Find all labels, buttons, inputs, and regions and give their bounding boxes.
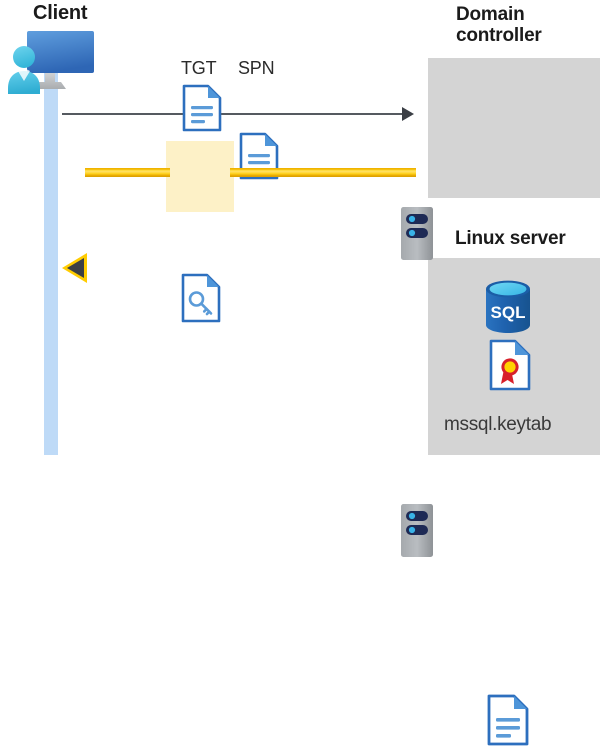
- keytab-label: mssql.keytab: [444, 414, 552, 435]
- domain-controller-server-icon: [401, 207, 600, 265]
- client-label: Client: [33, 2, 88, 24]
- request-arrow-line: [62, 113, 402, 115]
- diagram-canvas: Client: [6, 2, 600, 746]
- tgt-label: TGT: [181, 58, 217, 78]
- spn-label: SPN: [238, 58, 275, 78]
- domain-controller-label: Domain controller: [456, 4, 542, 47]
- sql-database-text: SQL: [491, 303, 526, 322]
- client-monitor-user-icon: [6, 26, 98, 94]
- keytab-document-icon: [487, 694, 600, 746]
- key-document-icon: [181, 273, 600, 323]
- reply-highlight-box: [166, 141, 234, 212]
- domain-controller-panel: [428, 58, 600, 198]
- reply-arrow-line-right: [230, 168, 416, 177]
- linux-server-server-icon: [401, 504, 600, 562]
- tgt-document-icon: [182, 84, 600, 132]
- linux-server-label: Linux server: [455, 228, 566, 249]
- request-arrow-head: [402, 107, 414, 121]
- certificate-document-icon: [489, 339, 600, 391]
- spn-document-icon: [239, 132, 600, 180]
- reply-arrow-head: [62, 253, 87, 283]
- client-lifeline: [44, 72, 58, 455]
- reply-arrow-line-left: [85, 168, 170, 177]
- sql-database-icon: SQL: [482, 278, 534, 341]
